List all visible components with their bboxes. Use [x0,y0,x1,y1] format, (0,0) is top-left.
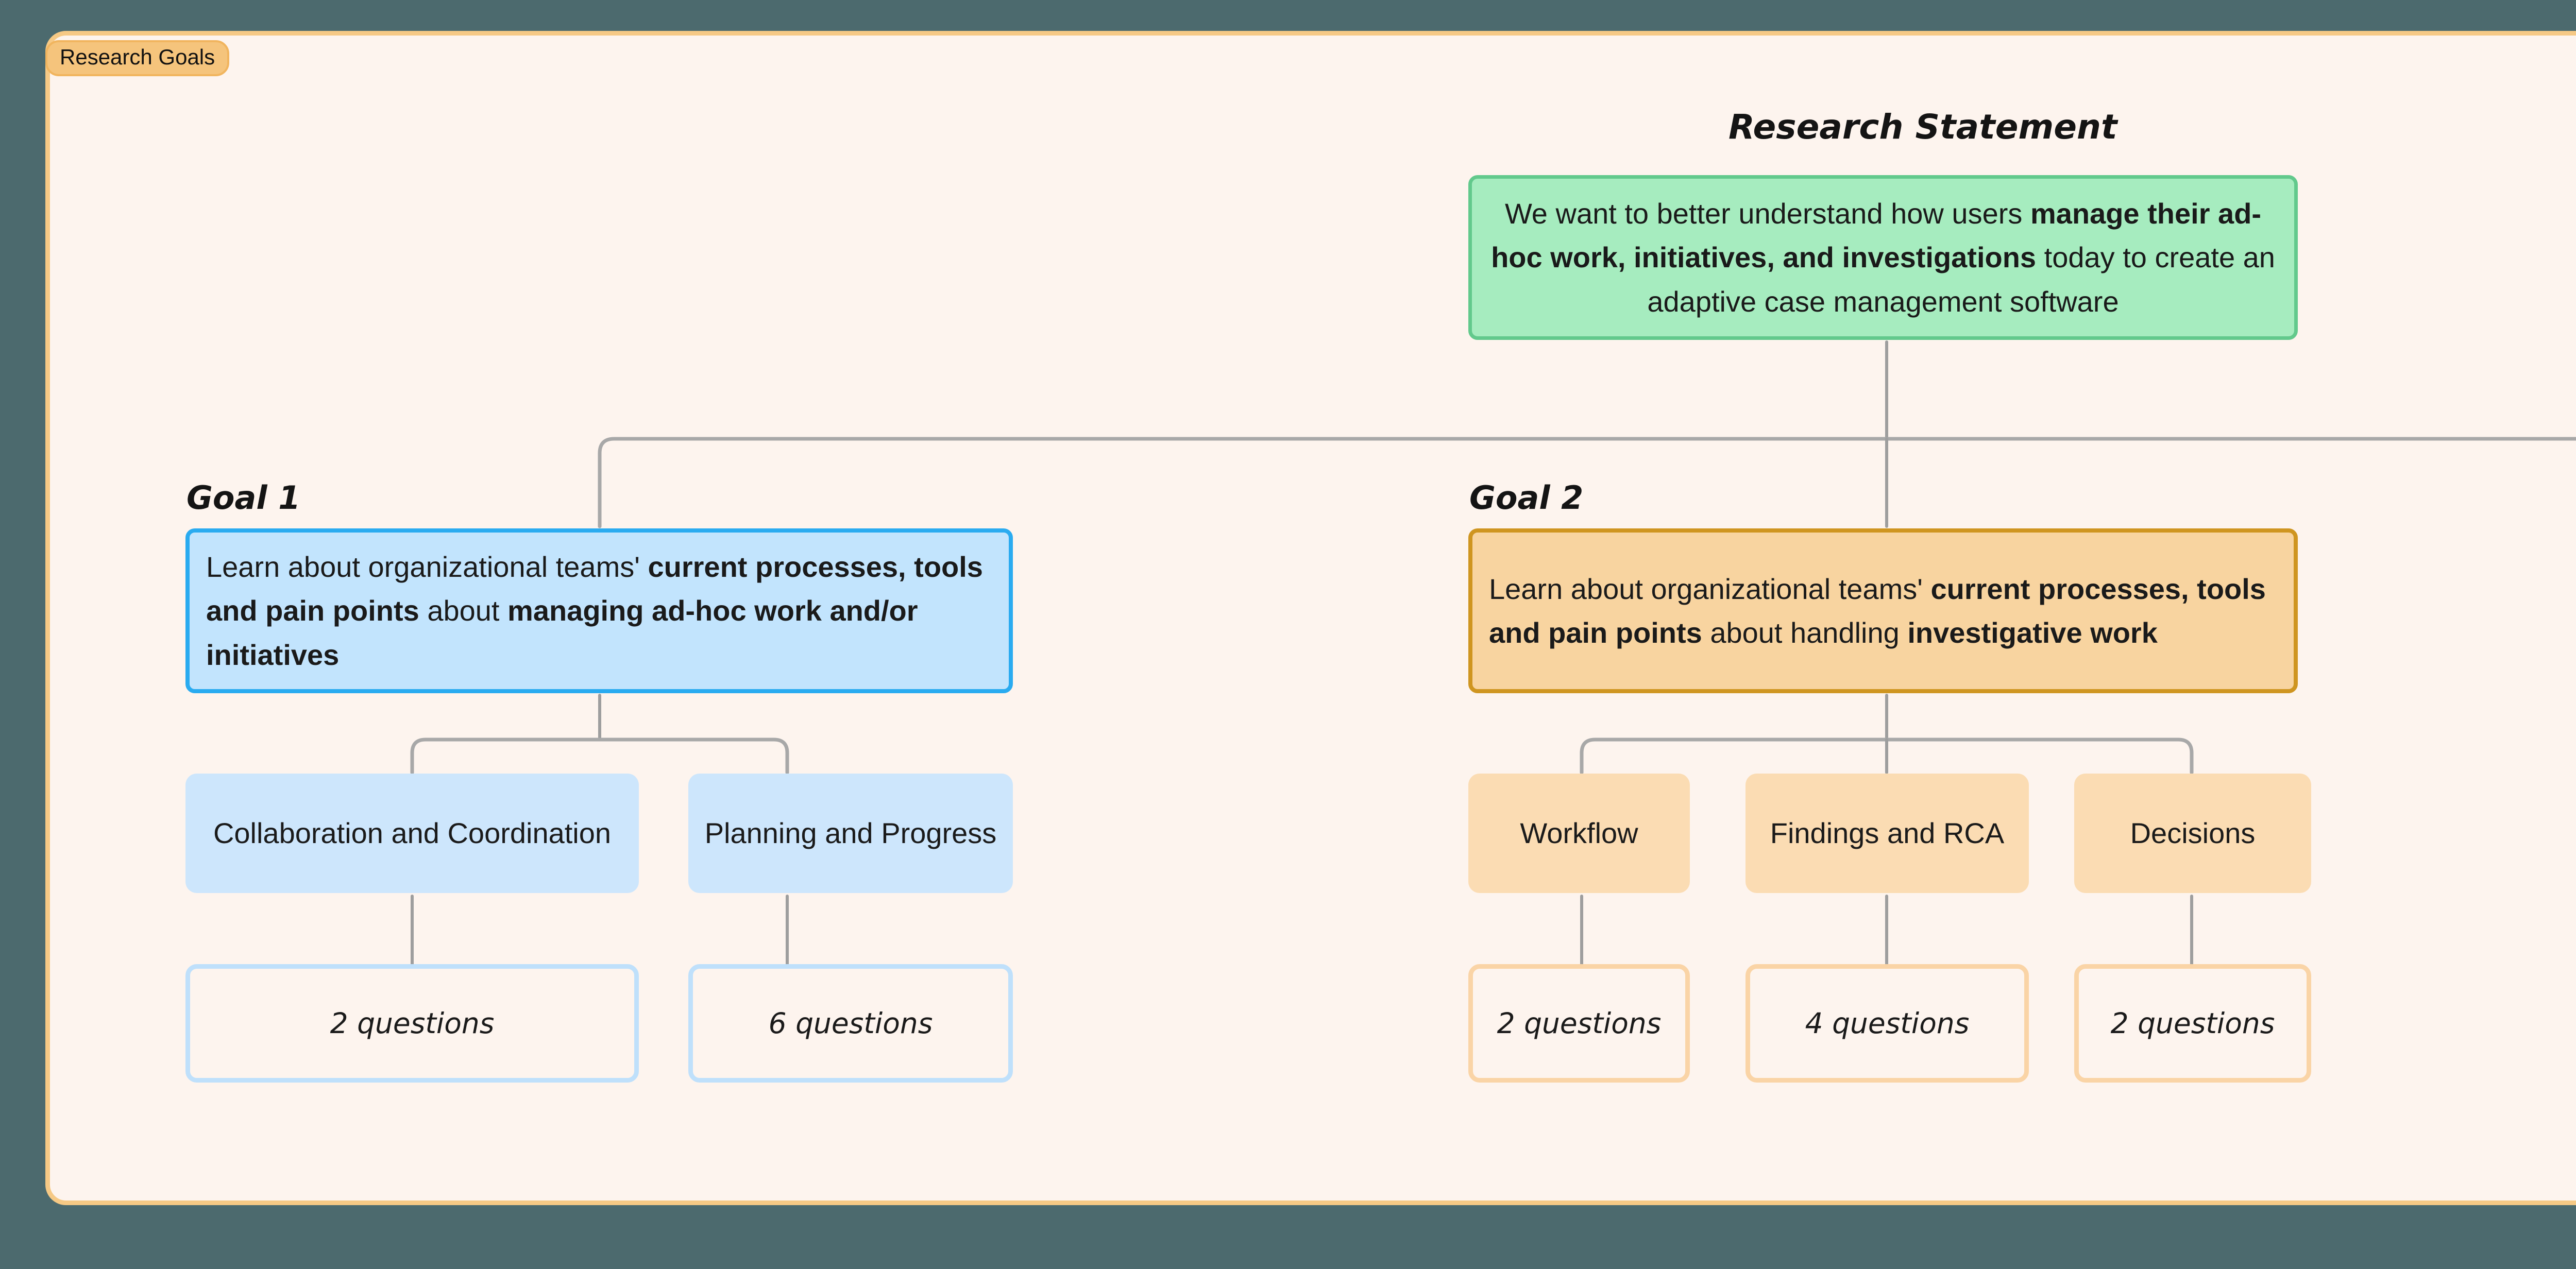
goal-2-box[interactable]: Learn about organizational teams' curren… [1468,528,2298,693]
goal-2-text: Learn about organizational teams' curren… [1489,572,2266,649]
goal-1-text: Learn about organizational teams' curren… [206,551,983,671]
research-statement-box[interactable]: We want to better understand how users m… [1468,175,2298,340]
topic-label: Collaboration and Coordination [213,817,612,850]
topic-label: Planning and Progress [704,817,997,850]
section-chip-research-goals[interactable]: Research Goals [45,40,230,76]
questions-collaboration-and-coordination[interactable]: 2 questions [185,964,639,1083]
topic-label: Findings and RCA [1770,817,2005,850]
topic-label: Decisions [2130,817,2256,850]
questions-count: 4 questions [1805,1006,1970,1040]
questions-workflow[interactable]: 2 questions [1468,964,1690,1083]
research-statement-title: Research Statement [1728,107,2117,147]
questions-count: 6 questions [768,1006,933,1040]
questions-count: 2 questions [2110,1006,2275,1040]
questions-count: 2 questions [1497,1006,1662,1040]
research-statement-text: We want to better understand how users m… [1491,197,2275,318]
topic-findings-and-rca[interactable]: Findings and RCA [1745,774,2029,893]
topic-collaboration-and-coordination[interactable]: Collaboration and Coordination [185,774,639,893]
questions-count: 2 questions [330,1006,495,1040]
questions-decisions[interactable]: 2 questions [2074,964,2311,1083]
topic-decisions[interactable]: Decisions [2074,774,2311,893]
goal-1-label: Goal 1 [187,479,301,517]
topic-workflow[interactable]: Workflow [1468,774,1690,893]
topic-label: Workflow [1520,817,1638,850]
questions-planning-and-progress[interactable]: 6 questions [688,964,1013,1083]
goal-1-box[interactable]: Learn about organizational teams' curren… [185,528,1013,693]
questions-findings-and-rca[interactable]: 4 questions [1745,964,2029,1083]
topic-planning-and-progress[interactable]: Planning and Progress [688,774,1013,893]
goal-2-label: Goal 2 [1469,479,1584,517]
